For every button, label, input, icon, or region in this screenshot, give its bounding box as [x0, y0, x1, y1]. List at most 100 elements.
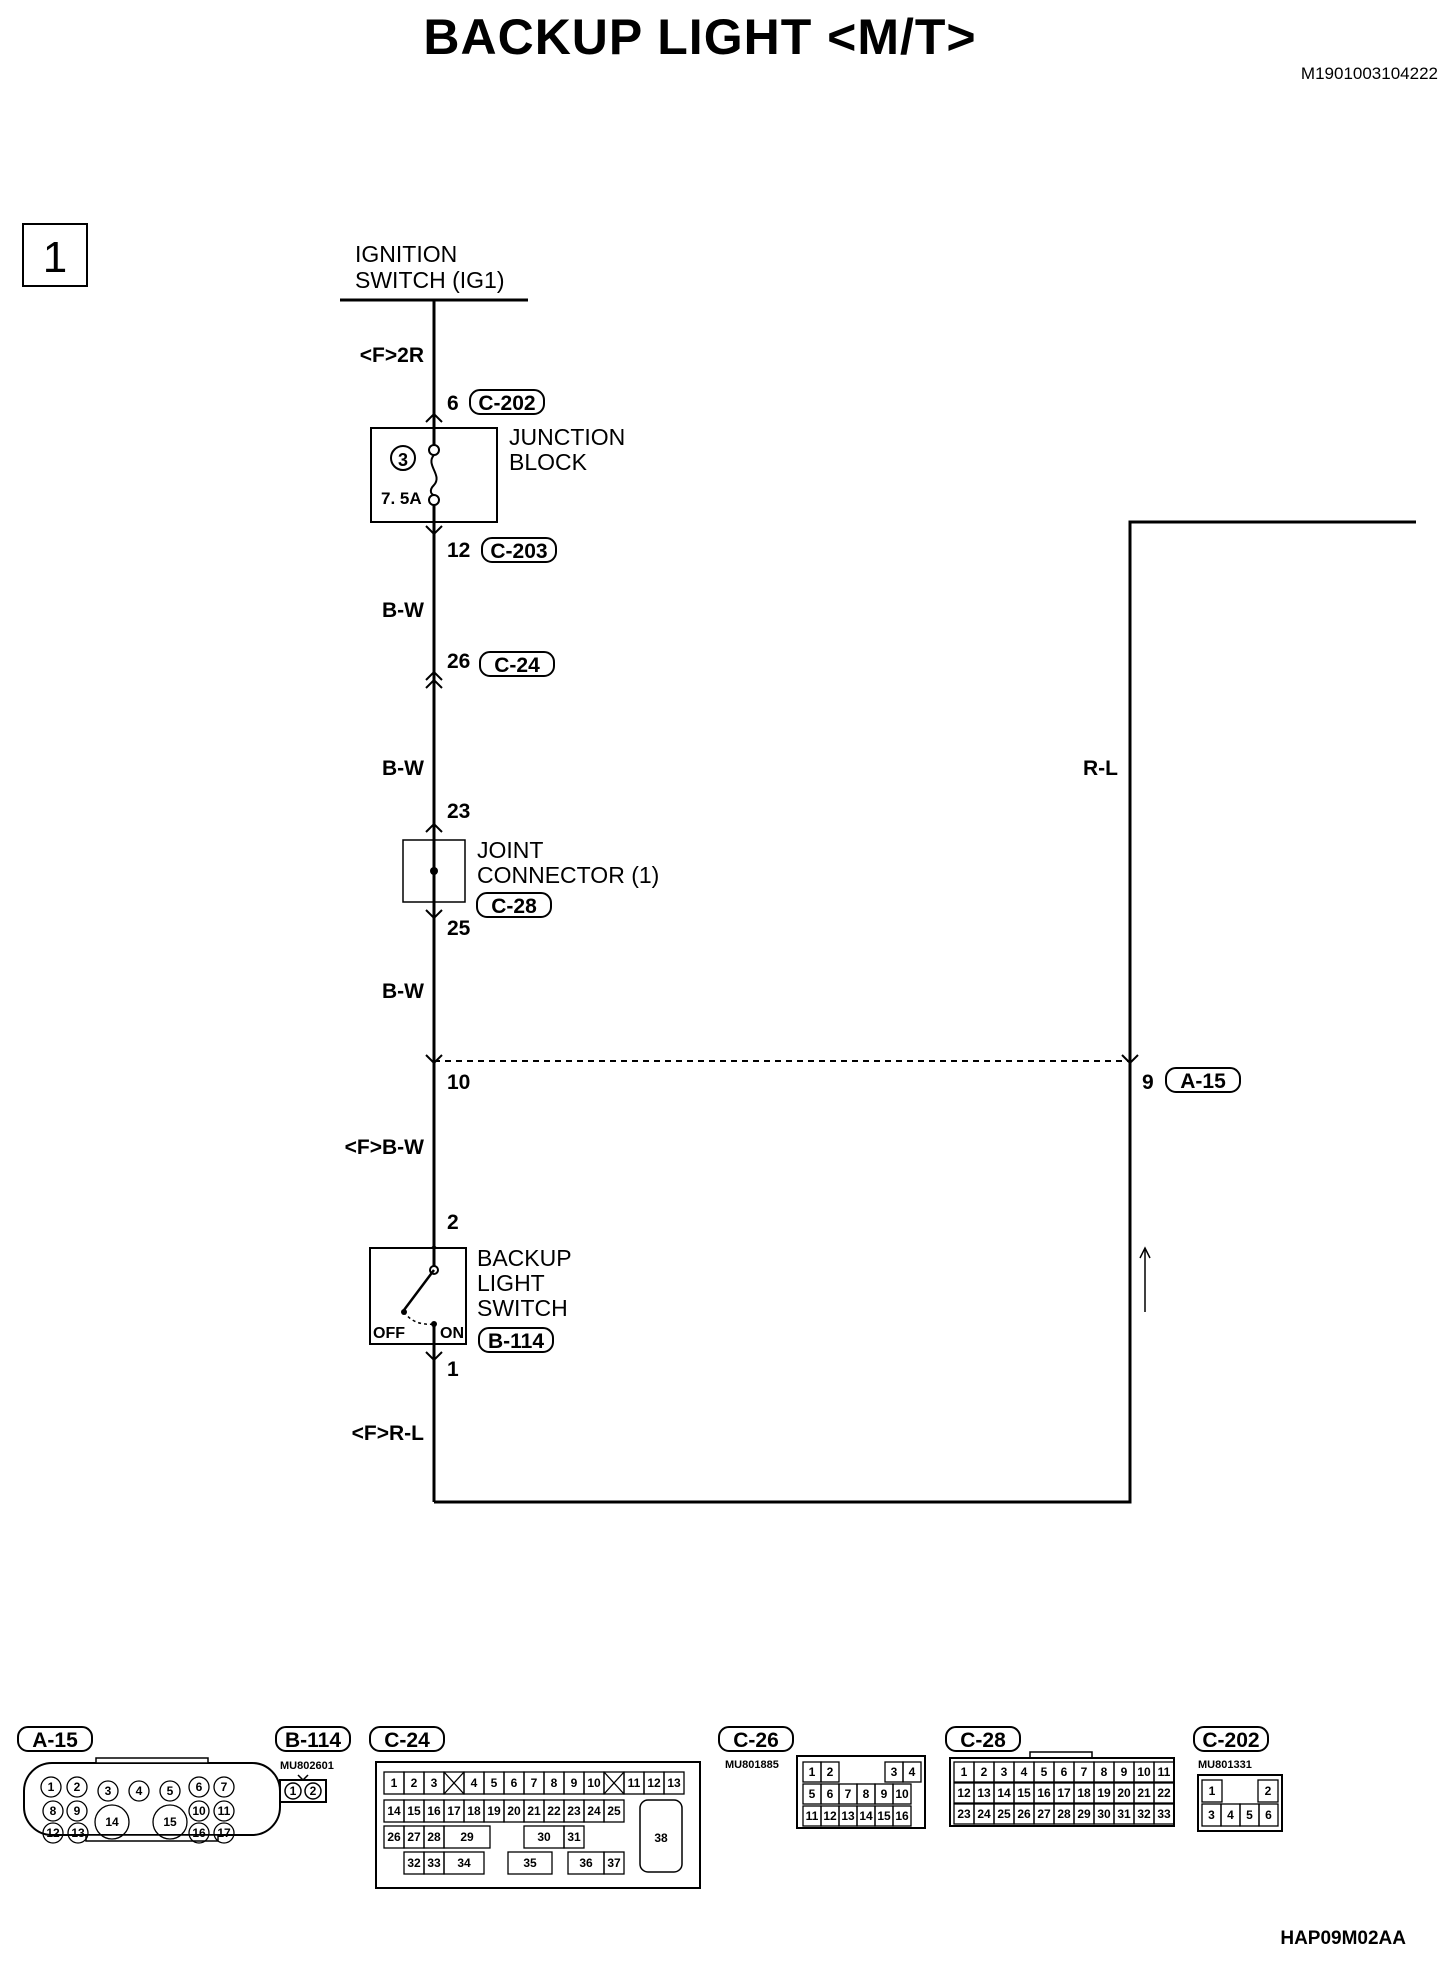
- figure-id: HAP09M02AA: [1280, 1928, 1406, 1949]
- svg-text:25: 25: [997, 1807, 1011, 1821]
- svg-text:14: 14: [997, 1786, 1011, 1800]
- svg-text:27: 27: [407, 1830, 421, 1844]
- svg-text:13: 13: [977, 1786, 991, 1800]
- pin-12: 12 C-203: [425, 525, 557, 563]
- fuse-icon: [429, 454, 438, 496]
- svg-text:2: 2: [981, 1765, 988, 1779]
- svg-text:2: 2: [411, 1776, 418, 1790]
- svg-text:34: 34: [457, 1856, 471, 1870]
- svg-text:12: 12: [447, 539, 470, 562]
- svg-text:13: 13: [841, 1809, 855, 1823]
- svg-text:14: 14: [387, 1804, 401, 1818]
- junction-block: 3 7. 5A JUNCTION BLOCK: [370, 424, 625, 523]
- svg-text:13: 13: [71, 1826, 85, 1840]
- fuse-number: 3: [398, 450, 408, 470]
- svg-text:33: 33: [427, 1856, 441, 1870]
- wire-label-rl: R-L: [1083, 757, 1118, 780]
- svg-text:C-203: C-203: [490, 540, 547, 563]
- svg-text:12: 12: [647, 1776, 661, 1790]
- svg-text:36: 36: [579, 1856, 593, 1870]
- svg-text:38: 38: [654, 1831, 668, 1845]
- backup-light-switch: 2 OFF ON BACKUP LIGHT SWITCH B-114 1: [369, 1211, 572, 1381]
- pin-23: 23: [447, 800, 470, 823]
- svg-text:25: 25: [607, 1804, 621, 1818]
- svg-text:28: 28: [427, 1830, 441, 1844]
- svg-text:32: 32: [1137, 1807, 1151, 1821]
- svg-text:14: 14: [859, 1809, 873, 1823]
- svg-text:4: 4: [136, 1784, 143, 1798]
- svg-text:1: 1: [1209, 1784, 1216, 1798]
- svg-text:22: 22: [547, 1804, 561, 1818]
- svg-text:BACKUP: BACKUP: [477, 1245, 572, 1271]
- svg-text:5: 5: [1246, 1808, 1253, 1822]
- svg-text:37: 37: [607, 1856, 621, 1870]
- svg-text:CONNECTOR (1): CONNECTOR (1): [477, 862, 659, 888]
- return-wire: [434, 520, 1416, 1504]
- svg-text:JOINT: JOINT: [477, 837, 543, 863]
- svg-text:8: 8: [1101, 1765, 1108, 1779]
- svg-text:28: 28: [1057, 1807, 1071, 1821]
- svg-text:12: 12: [957, 1786, 971, 1800]
- svg-text:11: 11: [628, 1776, 641, 1790]
- svg-text:C-26: C-26: [733, 1729, 779, 1752]
- svg-text:15: 15: [163, 1815, 177, 1829]
- svg-text:2: 2: [310, 1784, 317, 1798]
- switch-off-label: OFF: [373, 1325, 405, 1342]
- svg-text:29: 29: [460, 1830, 474, 1844]
- wire-label-f-2r: <F>2R: [360, 344, 424, 367]
- wire-label-bw-3: B-W: [382, 980, 424, 1003]
- pin-2: 2: [447, 1211, 459, 1234]
- svg-text:11: 11: [218, 1804, 231, 1818]
- wire-label-bw-2: B-W: [382, 757, 424, 780]
- svg-text:17: 17: [217, 1826, 231, 1840]
- svg-text:16: 16: [427, 1804, 441, 1818]
- svg-text:18: 18: [1077, 1786, 1091, 1800]
- svg-text:11: 11: [806, 1809, 819, 1823]
- svg-text:35: 35: [523, 1856, 537, 1870]
- svg-text:10: 10: [895, 1787, 909, 1801]
- svg-text:23: 23: [567, 1804, 581, 1818]
- pin-26: 26 C-24: [425, 650, 555, 689]
- svg-text:2: 2: [1265, 1784, 1272, 1798]
- svg-text:7: 7: [845, 1787, 852, 1801]
- svg-text:6: 6: [1265, 1808, 1272, 1822]
- svg-text:5: 5: [809, 1787, 816, 1801]
- svg-text:10: 10: [587, 1776, 601, 1790]
- svg-text:2: 2: [827, 1765, 834, 1779]
- svg-text:19: 19: [487, 1804, 501, 1818]
- svg-text:6: 6: [196, 1780, 203, 1794]
- svg-text:7: 7: [1081, 1765, 1088, 1779]
- pin-10-9-link: 10 9 A-15: [425, 1054, 1241, 1094]
- svg-text:6: 6: [511, 1776, 518, 1790]
- page-number: 1: [43, 233, 67, 282]
- svg-text:26: 26: [447, 650, 470, 673]
- pin-6: 6 C-202: [425, 389, 545, 423]
- svg-text:2: 2: [74, 1780, 81, 1794]
- svg-text:27: 27: [1037, 1807, 1051, 1821]
- svg-text:23: 23: [957, 1807, 971, 1821]
- svg-text:LIGHT: LIGHT: [477, 1270, 545, 1296]
- svg-text:3: 3: [431, 1776, 438, 1790]
- joint-connector: 23 JOINT CONNECTOR (1) C-28 25: [402, 800, 659, 940]
- fuse-rating: 7. 5A: [381, 489, 422, 508]
- pin-10: 10: [447, 1071, 470, 1094]
- svg-text:7: 7: [531, 1776, 538, 1790]
- svg-text:3: 3: [1001, 1765, 1008, 1779]
- svg-text:MU801331: MU801331: [1198, 1759, 1252, 1771]
- svg-text:16: 16: [1037, 1786, 1051, 1800]
- svg-text:BLOCK: BLOCK: [509, 449, 588, 475]
- svg-text:1: 1: [809, 1765, 816, 1779]
- svg-text:3: 3: [105, 1784, 112, 1798]
- document-id: M1901003104222: [1300, 64, 1438, 83]
- ignition-label-2: SWITCH (IG1): [355, 267, 505, 293]
- svg-text:6: 6: [827, 1787, 834, 1801]
- svg-text:4: 4: [471, 1776, 478, 1790]
- svg-text:5: 5: [167, 1784, 174, 1798]
- svg-text:1: 1: [391, 1776, 398, 1790]
- svg-text:31: 31: [567, 1830, 581, 1844]
- svg-text:C-24: C-24: [384, 1729, 430, 1752]
- svg-text:19: 19: [1097, 1786, 1111, 1800]
